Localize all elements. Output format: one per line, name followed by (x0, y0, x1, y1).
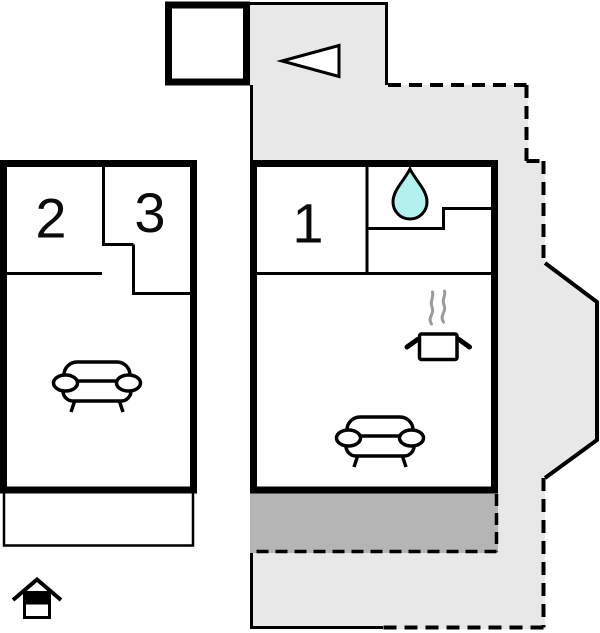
left-terrace (2, 488, 195, 547)
terrace-dark-area (250, 493, 498, 553)
steam-icon (428, 290, 435, 326)
building-left: 2 3 (0, 160, 197, 494)
room-3-label: 3 (134, 181, 165, 244)
building-right-interior-walls (257, 167, 494, 275)
room-2-label: 2 (35, 187, 66, 250)
terrace-dark-dashed-border (250, 494, 499, 554)
room-1-label: 1 (292, 192, 323, 255)
pot-handles (404, 337, 472, 350)
building-left-walls (0, 160, 197, 494)
covered-terrace (250, 493, 499, 554)
entrance-arrow-icon (276, 43, 341, 79)
entry-room (165, 1, 250, 86)
house-icon (11, 576, 63, 619)
pot-body (417, 332, 459, 362)
terrace-solid-border (250, 2, 388, 629)
terrace-bay-border (543, 261, 599, 480)
building-right-walls (250, 160, 498, 494)
steam-icon (440, 289, 447, 324)
water-drop-icon (391, 165, 429, 221)
building-right: 1 (250, 160, 498, 494)
cooking-pot-icon (404, 289, 472, 362)
building-left-interior-walls (7, 167, 190, 295)
terrace-dashed-border (383, 83, 546, 630)
